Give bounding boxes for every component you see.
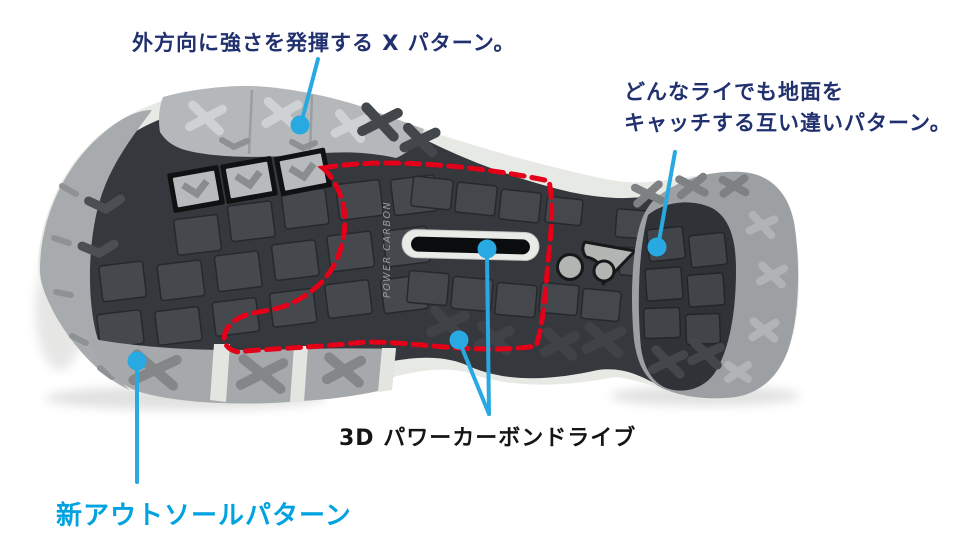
- callout-dot-x-pattern: [290, 115, 310, 135]
- annotation-staggered-line2-bold: 互い違い: [756, 111, 844, 135]
- callout-dot-new-outsole: [127, 351, 147, 371]
- callout-dot-staggered: [647, 237, 667, 257]
- sole-toe-rim: [40, 110, 152, 390]
- carbon-slot: [401, 229, 540, 261]
- leader-line-carbon-arch: [458, 341, 491, 416]
- carbon-area-outline: [221, 160, 555, 355]
- annotation-staggered-line1: どんなライでも地面を: [624, 80, 844, 104]
- annotation-staggered-line2-pre: キャッチする: [624, 111, 756, 135]
- sole-bottom-strip: [88, 338, 396, 404]
- yonex-logo: [556, 240, 637, 286]
- leader-line-carbon-slot: [485, 250, 491, 416]
- dark-x-lugs-top: [357, 102, 441, 158]
- callout-dot-carbon-slot: [477, 239, 497, 259]
- chevron-square-lugs: [167, 147, 332, 213]
- leader-line-staggered: [657, 150, 677, 243]
- sole-heel: [631, 171, 799, 399]
- annotation-x-pattern: 外方向に強さを発揮する X パターン。: [132, 31, 516, 55]
- annotation-staggered-line2: キャッチする互い違いパターン。: [624, 108, 952, 139]
- annotation-staggered-line2-post: パターン。: [844, 111, 952, 135]
- annotation-carbon-drive: 3D パワーカーボンドライブ: [339, 426, 637, 451]
- leader-line-x-pattern: [300, 57, 320, 122]
- power-carbon-label: POWER CARBON: [382, 201, 393, 298]
- annotation-staggered-pattern: どんなライでも地面を キャッチする互い違いパターン。: [624, 77, 952, 139]
- annotation-new-outsole: 新アウトソールパターン: [56, 501, 352, 531]
- callout-dot-carbon-arch: [449, 330, 469, 350]
